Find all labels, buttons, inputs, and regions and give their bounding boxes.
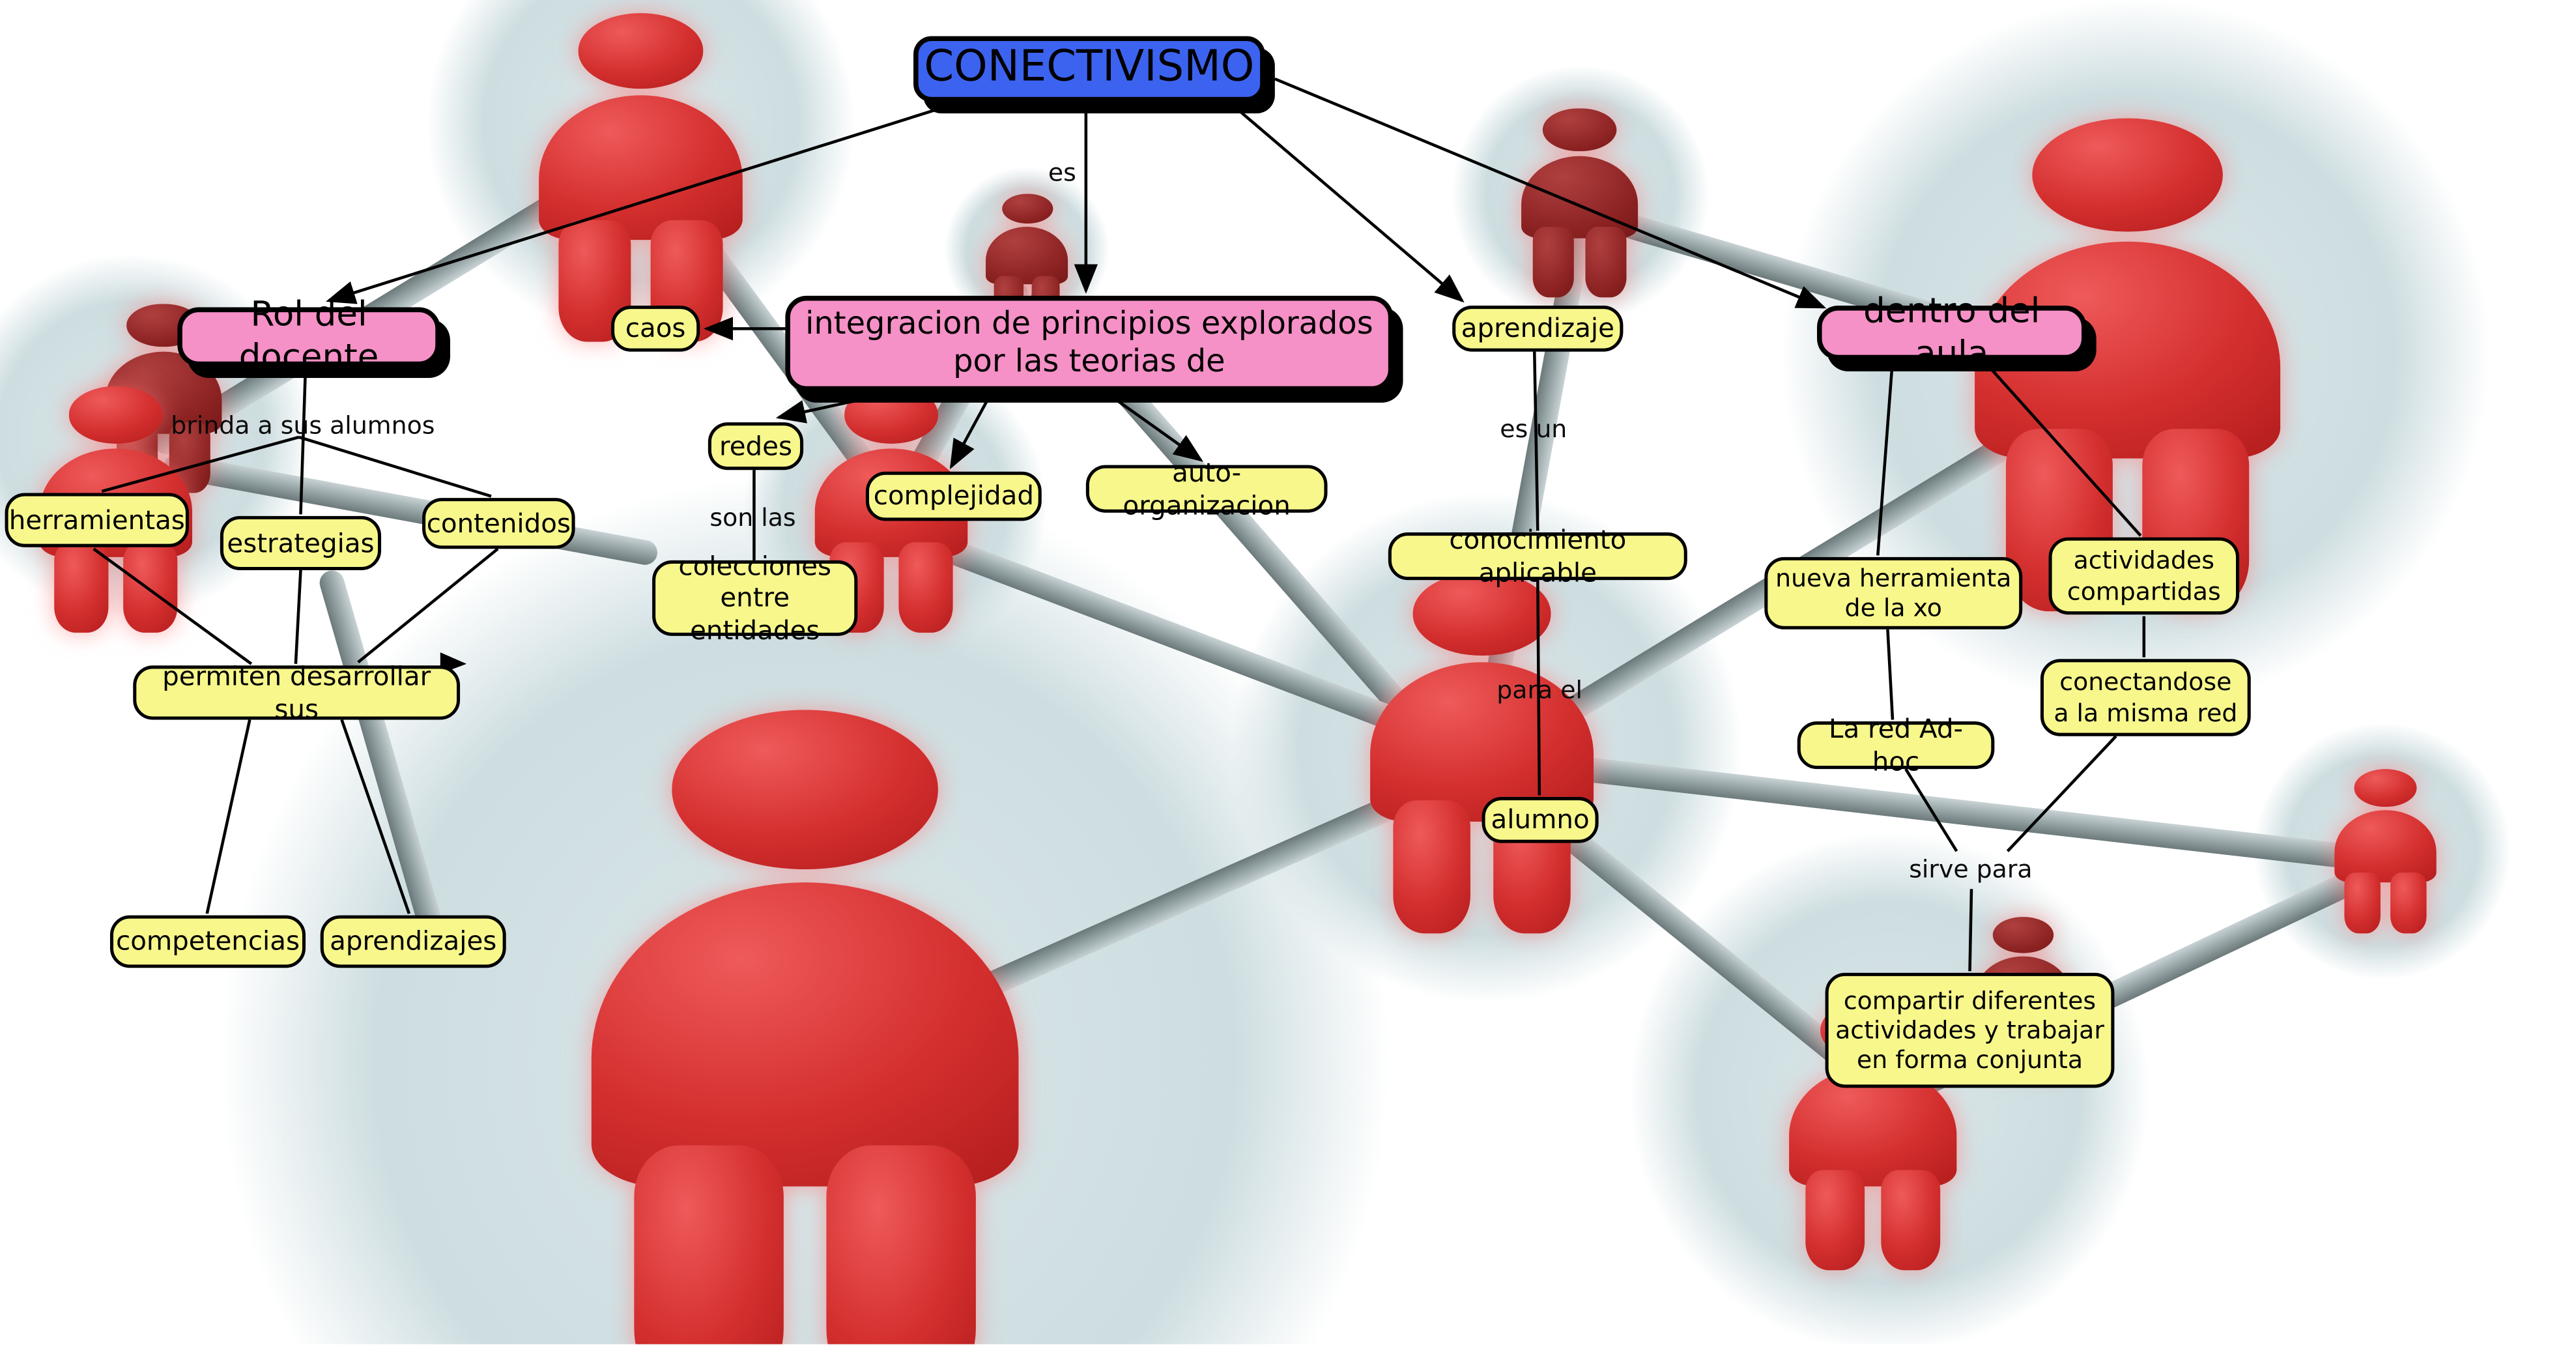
node-permiten-desarrollar-sus[interactable]: permiten desarrollar sus: [133, 661, 461, 724]
node-dentro-del-aula[interactable]: dentro del aula: [1817, 291, 2087, 372]
link-label-son-las[interactable]: son las: [709, 502, 796, 533]
person-figure: [591, 710, 1019, 1344]
node-conectandose-misma-red[interactable]: conectandose a la misma red: [2040, 659, 2251, 736]
node-integracion-principios[interactable]: integracion de principios explorados por…: [785, 295, 1394, 392]
node-auto-organizacion[interactable]: auto-organizacion: [1085, 457, 1328, 520]
node-la-red-adhoc[interactable]: La red Ad-hoc: [1797, 713, 1995, 777]
node-herramientas[interactable]: herramientas: [5, 493, 189, 547]
node-estrategias[interactable]: estrategias: [220, 515, 382, 571]
node-aprendizaje[interactable]: aprendizaje: [1452, 306, 1624, 352]
node-rol-del-docente[interactable]: Rol del docente: [177, 295, 440, 376]
node-aprendizajes[interactable]: aprendizajes: [320, 915, 506, 968]
node-caos[interactable]: caos: [611, 306, 700, 352]
node-alumno[interactable]: alumno: [1481, 797, 1599, 843]
node-competencias[interactable]: competencias: [109, 915, 306, 968]
node-conocimiento-aplicable[interactable]: conocimiento aplicable: [1388, 524, 1687, 588]
person-figure: [1521, 108, 1639, 298]
node-redes[interactable]: redes: [708, 422, 804, 470]
node-conectivismo[interactable]: CONECTIVISMO: [913, 36, 1265, 102]
link-label-brinda-a-sus-alumnos[interactable]: brinda a sus alumnos: [171, 411, 435, 441]
link-label-para-el[interactable]: para el: [1496, 675, 1583, 705]
node-colecciones-entre-entidades[interactable]: colecciones entre entidades: [652, 550, 858, 645]
node-compartir-actividades[interactable]: compartir diferentes actividades y traba…: [1825, 972, 2115, 1088]
link-label-es[interactable]: es: [1048, 158, 1076, 188]
node-contenidos[interactable]: contenidos: [422, 498, 575, 549]
person-figure: [2334, 769, 2437, 934]
link-label-sirve-para[interactable]: sirve para: [1909, 854, 2033, 884]
node-actividades-compartidas[interactable]: actividades compartidas: [2048, 537, 2240, 615]
node-nueva-herramienta-xo[interactable]: nueva herramienta de la xo: [1764, 557, 2023, 629]
node-complejidad[interactable]: complejidad: [865, 471, 1042, 521]
link-label-es-un[interactable]: es un: [1500, 414, 1567, 444]
